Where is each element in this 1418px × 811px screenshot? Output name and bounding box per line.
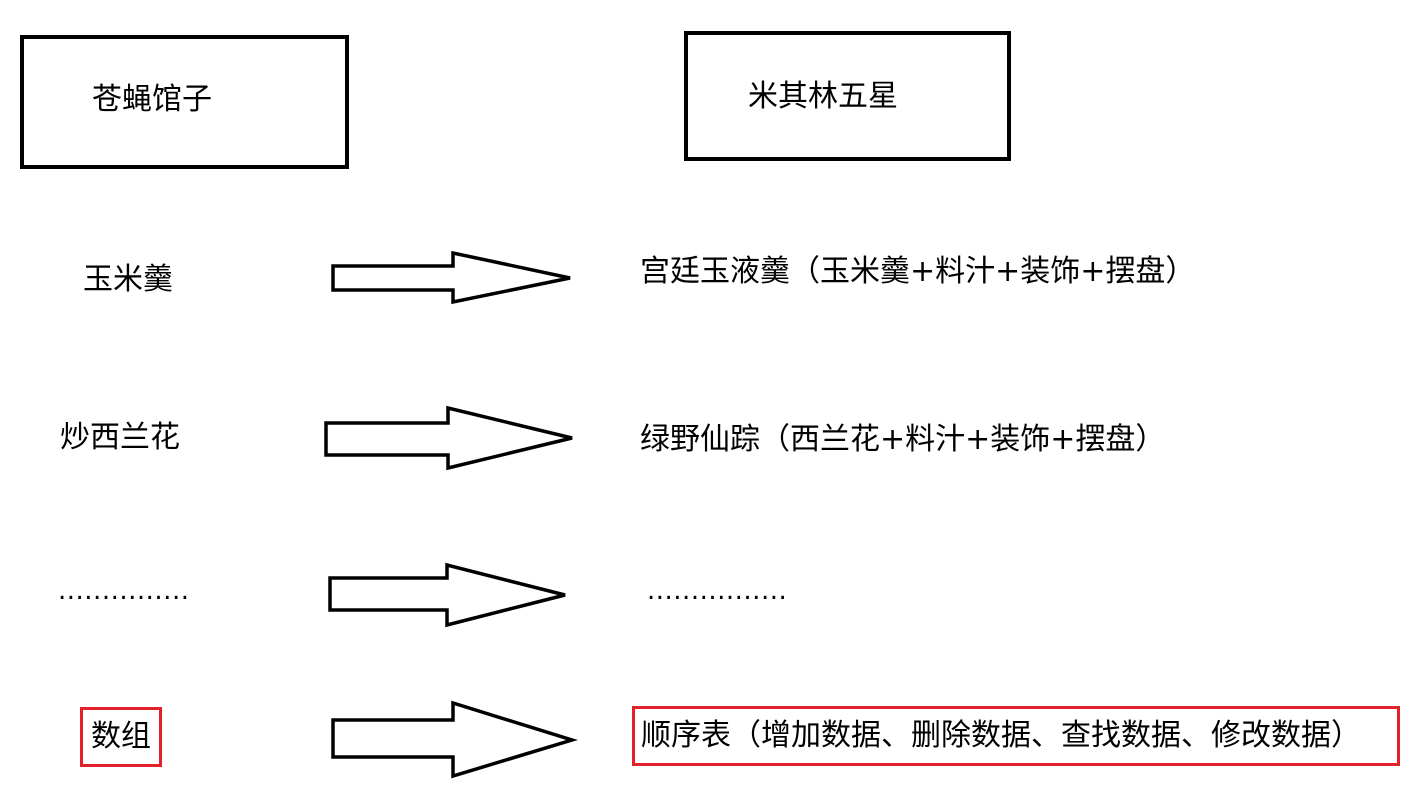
row-3-right-ellipsis: ................	[647, 576, 788, 606]
row-4-left-highlight-box: 数组	[80, 707, 162, 767]
right-header-label: 米其林五星	[748, 79, 898, 114]
arrow-row-2	[324, 405, 573, 471]
row-1-left-label: 玉米羹	[83, 262, 173, 297]
arrow-row-4	[331, 700, 578, 779]
row-2-left-label: 炒西兰花	[60, 420, 180, 455]
arrow-row-1	[331, 250, 571, 305]
row-2-right-label: 绿野仙踪（西兰花+料汁+装饰+摆盘）	[640, 422, 1166, 457]
left-header-box	[20, 35, 349, 169]
row-3-left-ellipsis: ...............	[58, 576, 190, 606]
row-4-right-label: 顺序表（增加数据、删除数据、查找数据、修改数据）	[641, 718, 1361, 753]
right-header-box	[684, 31, 1011, 161]
left-header-label: 苍蝇馆子	[92, 82, 212, 117]
row-4-left-label: 数组	[91, 719, 151, 754]
row-1-right-label: 宫廷玉液羹（玉米羹+料汁+装饰+摆盘）	[640, 254, 1196, 289]
arrow-row-3	[328, 562, 566, 628]
row-4-right-highlight-box: 顺序表（增加数据、删除数据、查找数据、修改数据）	[632, 706, 1400, 766]
